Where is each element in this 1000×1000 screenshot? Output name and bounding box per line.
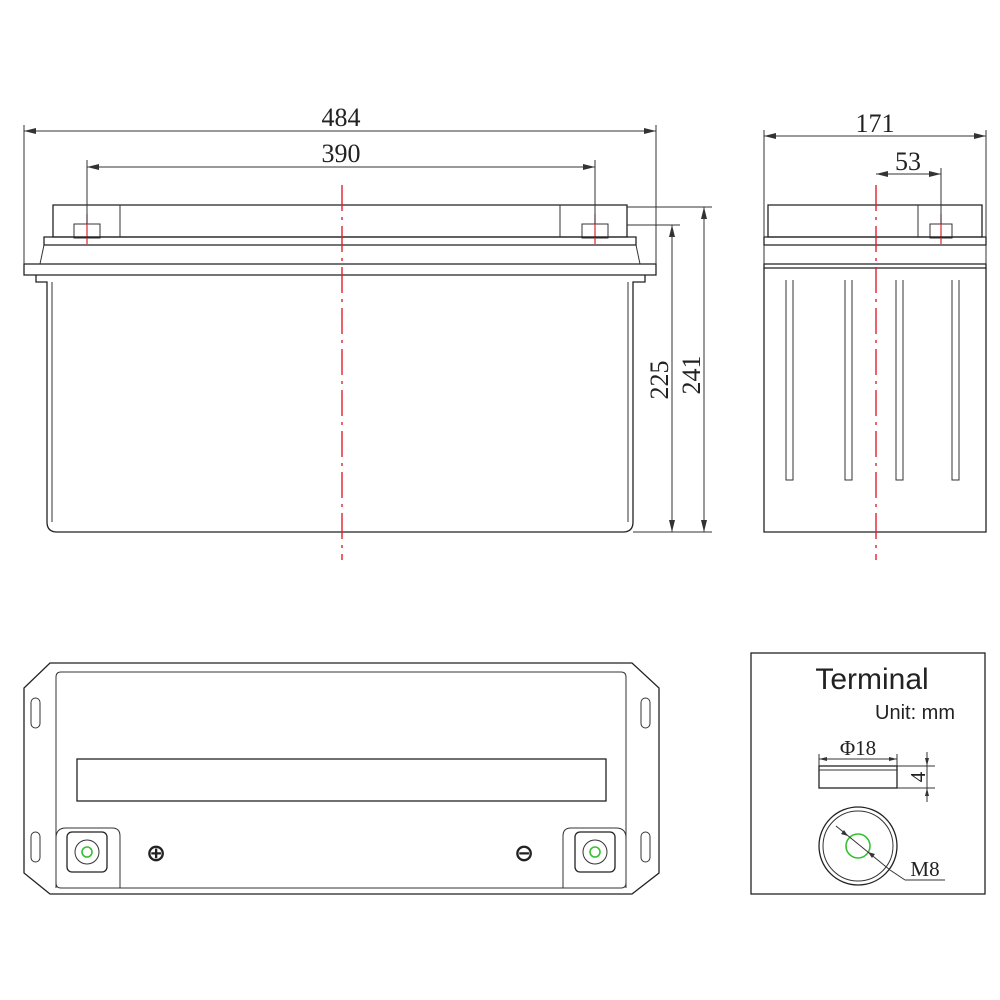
side-view (763, 185, 987, 560)
side-rib-2 (844, 280, 853, 481)
dim-terminal-spacing: 390 (322, 139, 361, 168)
terminal-detail-frame (750, 652, 986, 895)
side-rib-3 (895, 280, 904, 481)
terminal-negative-post (574, 831, 616, 873)
side-lid-top (767, 204, 983, 238)
mount-slot-icon (30, 697, 41, 729)
dim-container-height: 225 (645, 361, 674, 400)
top-view: ⊕ ⊖ (23, 662, 660, 895)
side-dimensions: 171 53 (763, 109, 987, 237)
front-lid-top (52, 204, 628, 238)
side-rib-1 (785, 280, 794, 481)
unit-label: Unit: mm (875, 702, 955, 724)
dim-terminal-offset: 53 (895, 147, 921, 176)
mount-slot-icon (640, 697, 651, 729)
terminal-top-face (818, 806, 898, 886)
dim-terminal-diameter: Φ18 (840, 736, 876, 760)
top-terminal-recess-left (55, 827, 121, 888)
terminal-detail-box: Terminal Unit: mm Φ18 4 M8 (750, 652, 986, 895)
bolt-icon (589, 846, 601, 858)
side-rib-4 (951, 280, 960, 481)
dim-total-height: 241 (677, 356, 706, 395)
bolt-icon (81, 846, 93, 858)
negative-polarity-icon: ⊖ (514, 839, 534, 867)
dim-width: 171 (856, 109, 895, 138)
positive-polarity-icon: ⊕ (146, 839, 166, 867)
bolt-hole-icon (845, 833, 871, 859)
top-label-strip (76, 758, 607, 802)
mount-slot-icon (640, 831, 651, 863)
mount-slot-icon (30, 831, 41, 863)
front-view (23, 185, 657, 560)
front-container-body (35, 275, 646, 533)
top-lid (55, 671, 627, 889)
front-dimensions: 484 390 225 241 (23, 103, 712, 533)
dim-overall-length: 484 (322, 103, 361, 132)
terminal-profile (818, 765, 898, 789)
top-outline (23, 662, 660, 895)
dim-terminal-thickness: 4 (906, 771, 930, 782)
front-flange (23, 263, 657, 276)
terminal-positive-post (66, 831, 108, 873)
thread-size-label: M8 (910, 857, 939, 881)
top-terminal-recess-right (562, 827, 627, 888)
terminal-title: Terminal (815, 663, 928, 696)
side-container-body (763, 268, 987, 533)
